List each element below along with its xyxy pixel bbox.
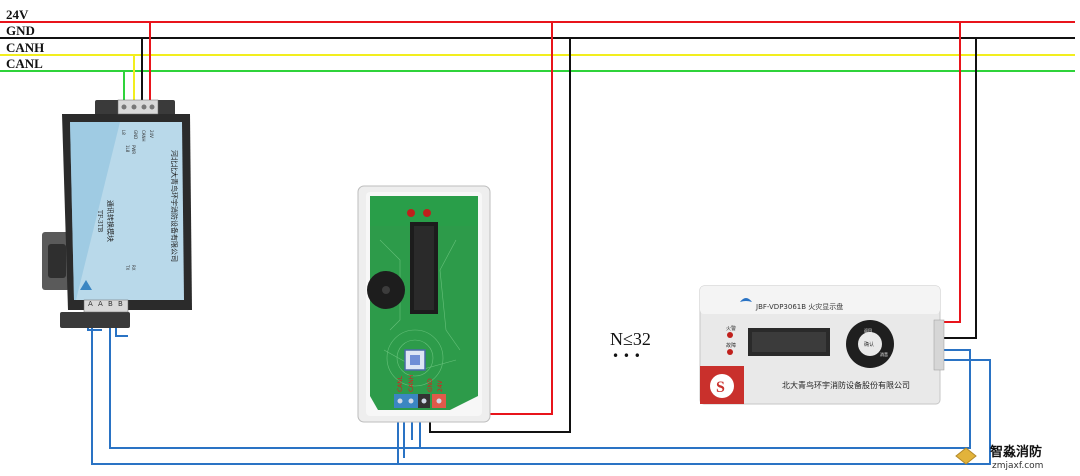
converter-top-terminal-1: GND	[133, 130, 138, 139]
led-red-right-icon	[423, 209, 431, 217]
converter-company: 河北北大青鸟环宇消防设备有限公司	[170, 150, 179, 262]
key-label-back: 返回	[864, 327, 872, 333]
fault-led-icon	[727, 349, 733, 355]
bus-label-canl: CANL	[6, 56, 43, 71]
converter-logo-icon	[80, 280, 92, 290]
module-terminal-label-3: CANL	[397, 375, 404, 392]
converter-terminal-b2: B	[118, 300, 123, 308]
key-label-mute: 消音	[880, 351, 888, 357]
led-red-left-icon	[407, 209, 415, 217]
converter-top-terminal-3: 24V	[149, 130, 154, 138]
converter-drop-wires	[123, 22, 151, 100]
watermark-name: 智淼消防	[990, 444, 1042, 460]
converter-label-line1: TF-3ТВ	[96, 210, 103, 233]
display-drop-wires	[940, 22, 977, 339]
bus-label-gnd: GND	[6, 23, 35, 38]
watermark: 智淼消防 zmjaxf.com	[955, 444, 1043, 471]
converter-terminal-a1: A	[88, 300, 93, 308]
module-terminal-label-1: GND	[427, 378, 434, 392]
converter-indicator-3: RX	[131, 265, 136, 271]
converter-indicator-0: 1L8	[125, 145, 130, 153]
converter-top-terminal-2: CANH	[141, 130, 146, 142]
display-company-label: 北大青鸟环宇消防设备股份有限公司	[782, 380, 910, 390]
pcb-module: 24V GND CANH CANL	[357, 185, 491, 423]
converter-indicator-1: PWR	[131, 145, 136, 154]
converter-module: TF-3ТВ 通讯转换模块 河北北大青鸟环宇消防设备有限公司 1L8 PWR T…	[42, 99, 192, 328]
converter-terminal-b1: B	[108, 300, 113, 308]
watermark-url: zmjaxf.com	[992, 461, 1043, 471]
display-model-label: JBF-VDP3061B 火灾显示盘	[755, 302, 843, 311]
watermark-logo-icon	[955, 447, 977, 465]
brand-s-logo-icon	[710, 374, 734, 398]
bird-logo-icon	[740, 298, 752, 302]
bus-label-canh: CANH	[6, 40, 44, 55]
converter-top-terminal-0: L8	[121, 130, 126, 135]
bus-label-24v: 24V	[6, 7, 29, 22]
indicator-label-fault: 故障	[726, 342, 736, 349]
quantity-note: N≤32	[610, 329, 651, 349]
converter-terminal-a2: A	[98, 300, 103, 308]
converter-indicator-2: TX	[125, 264, 130, 270]
indicator-label-fire: 火警	[726, 325, 736, 332]
bus-lines	[0, 21, 1075, 72]
fire-display-panel: JBF-VDP3061B 火灾显示盘 火警 故障 确认 返回 消音 S 北大青鸟…	[699, 285, 945, 405]
converter-label-line2: 通讯转换模块	[106, 200, 115, 242]
module-terminal-label-0: 24V	[437, 379, 444, 392]
brand-s-glyph-icon: S	[716, 379, 725, 396]
key-center-label: 确认	[864, 341, 874, 348]
quantity-dots: • • •	[612, 349, 641, 363]
module-terminal-label-2: CANH	[408, 375, 415, 392]
fire-led-icon	[727, 332, 733, 338]
